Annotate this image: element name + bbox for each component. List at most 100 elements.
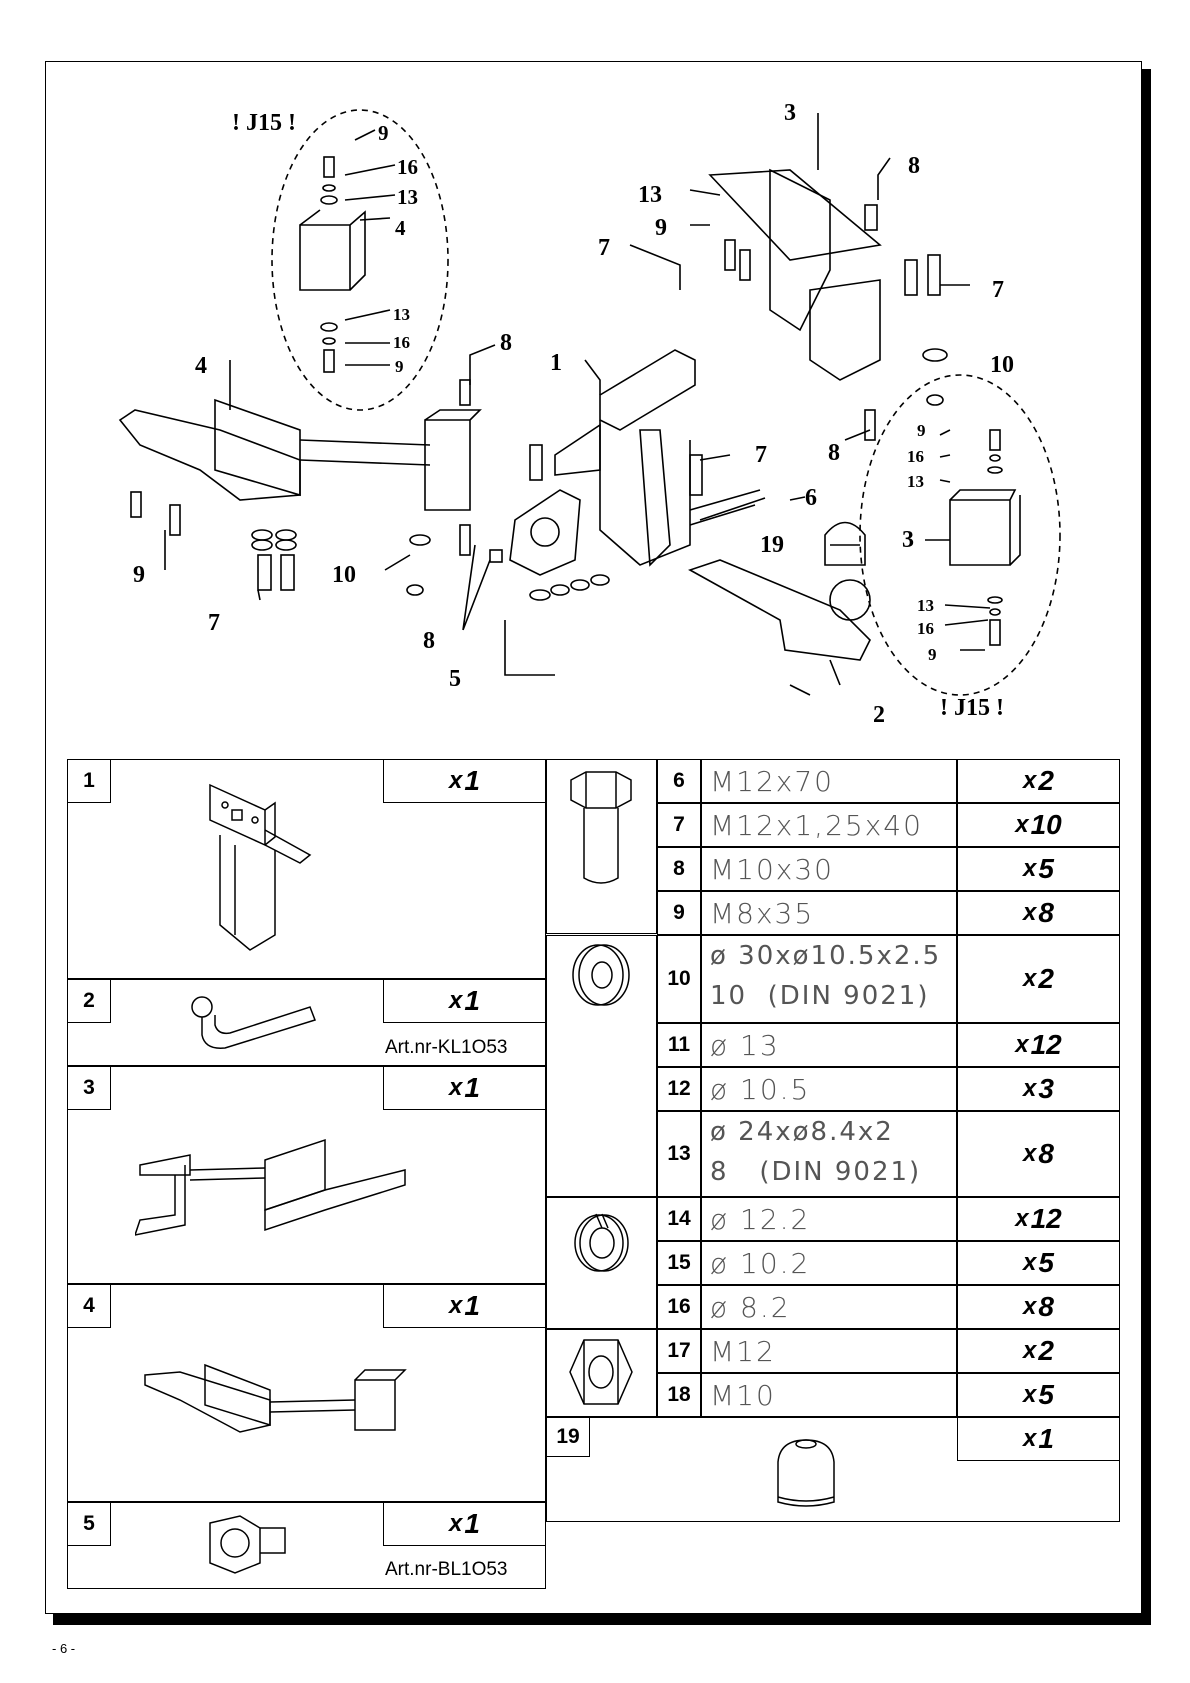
label-1: 1	[550, 350, 562, 376]
label-9: 9	[655, 215, 667, 241]
j15-callout-left	[271, 109, 449, 411]
label-4: 4	[195, 353, 207, 379]
part-number: 13	[657, 1111, 701, 1197]
exploded-assembly-diagram: ! J15 ! ! J15 ! 9 16 13 4 13 16 9 4 8 1 …	[118, 100, 1061, 728]
label-13: 13	[393, 305, 410, 324]
j15-label-right: ! J15 !	[940, 695, 1004, 721]
label-16: 16	[397, 155, 418, 179]
part-spec: M10	[701, 1373, 957, 1417]
part-number: 15	[657, 1241, 701, 1285]
j15-label-left: ! J15 !	[232, 110, 296, 136]
tow-ball-2	[688, 559, 871, 661]
spring-washer-icon-cell	[546, 1197, 657, 1329]
label-9: 9	[133, 562, 145, 588]
label-7: 7	[992, 277, 1004, 303]
article-number: Art.nr-BL1O53	[385, 1559, 508, 1580]
hex-bolt-icon	[570, 771, 632, 884]
part-2-illustration	[191, 996, 316, 1049]
part-number: 16	[657, 1285, 701, 1329]
label-5: 5	[449, 666, 461, 692]
part-number: 1	[67, 759, 111, 803]
label-7: 7	[598, 235, 610, 261]
part-3-illustration	[135, 1138, 406, 1236]
label-8: 8	[423, 628, 435, 654]
part-number: 14	[657, 1197, 701, 1241]
part-number: 2	[67, 979, 111, 1023]
label-9: 9	[917, 421, 926, 440]
nut-icon-cell	[546, 1329, 657, 1417]
part-number: 6	[657, 759, 701, 803]
part-spec: M10x30	[701, 847, 957, 891]
ball-cap-icon	[777, 1439, 835, 1507]
spring-washer-icon	[574, 1213, 629, 1272]
part-spec: ø 10.5	[701, 1067, 957, 1111]
part-spec: M12	[701, 1329, 957, 1373]
part-spec: ø 12.2	[701, 1197, 957, 1241]
washer-icon-cell	[546, 935, 657, 1197]
part-number: 5	[67, 1502, 111, 1546]
hex-nut-icon	[569, 1339, 633, 1405]
part-spec: M12x70	[701, 759, 957, 803]
part-number: 17	[657, 1329, 701, 1373]
article-number: Art.nr-KL1O53	[385, 1037, 508, 1058]
part-5-illustration	[209, 1515, 286, 1574]
label-13: 13	[397, 185, 418, 209]
part-number: 9	[657, 891, 701, 935]
part-spec: M8x35	[701, 891, 957, 935]
part-number: 19	[546, 1417, 590, 1457]
label-8: 8	[908, 153, 920, 179]
part-spec: ø 13	[701, 1023, 957, 1067]
bracket-3-small	[949, 489, 1021, 566]
flat-washer-icon	[572, 944, 630, 1006]
label-2: 2	[873, 702, 885, 728]
bracket-3	[708, 169, 882, 261]
label-13: 13	[638, 182, 662, 208]
label-9: 9	[928, 645, 937, 664]
socket-plate-5	[509, 489, 581, 576]
label-3: 3	[902, 527, 914, 553]
label-16: 16	[393, 333, 410, 352]
label-8: 8	[828, 440, 840, 466]
j15-callout-right	[859, 374, 1061, 696]
label-19: 19	[760, 532, 784, 558]
label-7: 7	[755, 442, 767, 468]
bolt-icon-cell	[546, 759, 657, 934]
label-7: 7	[208, 610, 220, 636]
label-9: 9	[395, 357, 404, 376]
part-number: 12	[657, 1067, 701, 1111]
label-10: 10	[332, 562, 356, 588]
part-number: 11	[657, 1023, 701, 1067]
part-4-illustration	[144, 1363, 407, 1433]
label-8: 8	[500, 330, 512, 356]
bracket-1	[599, 349, 696, 431]
label-9: 9	[378, 121, 389, 145]
part-number: 3	[67, 1066, 111, 1110]
part-number: 18	[657, 1373, 701, 1417]
label-10: 10	[990, 352, 1014, 378]
label-16: 16	[917, 619, 934, 638]
part-1-illustration	[209, 783, 312, 951]
label-13: 13	[907, 472, 924, 491]
part-number: 8	[657, 847, 701, 891]
label-16: 16	[907, 447, 924, 466]
part-spec: M12x1,25x40	[701, 803, 957, 847]
